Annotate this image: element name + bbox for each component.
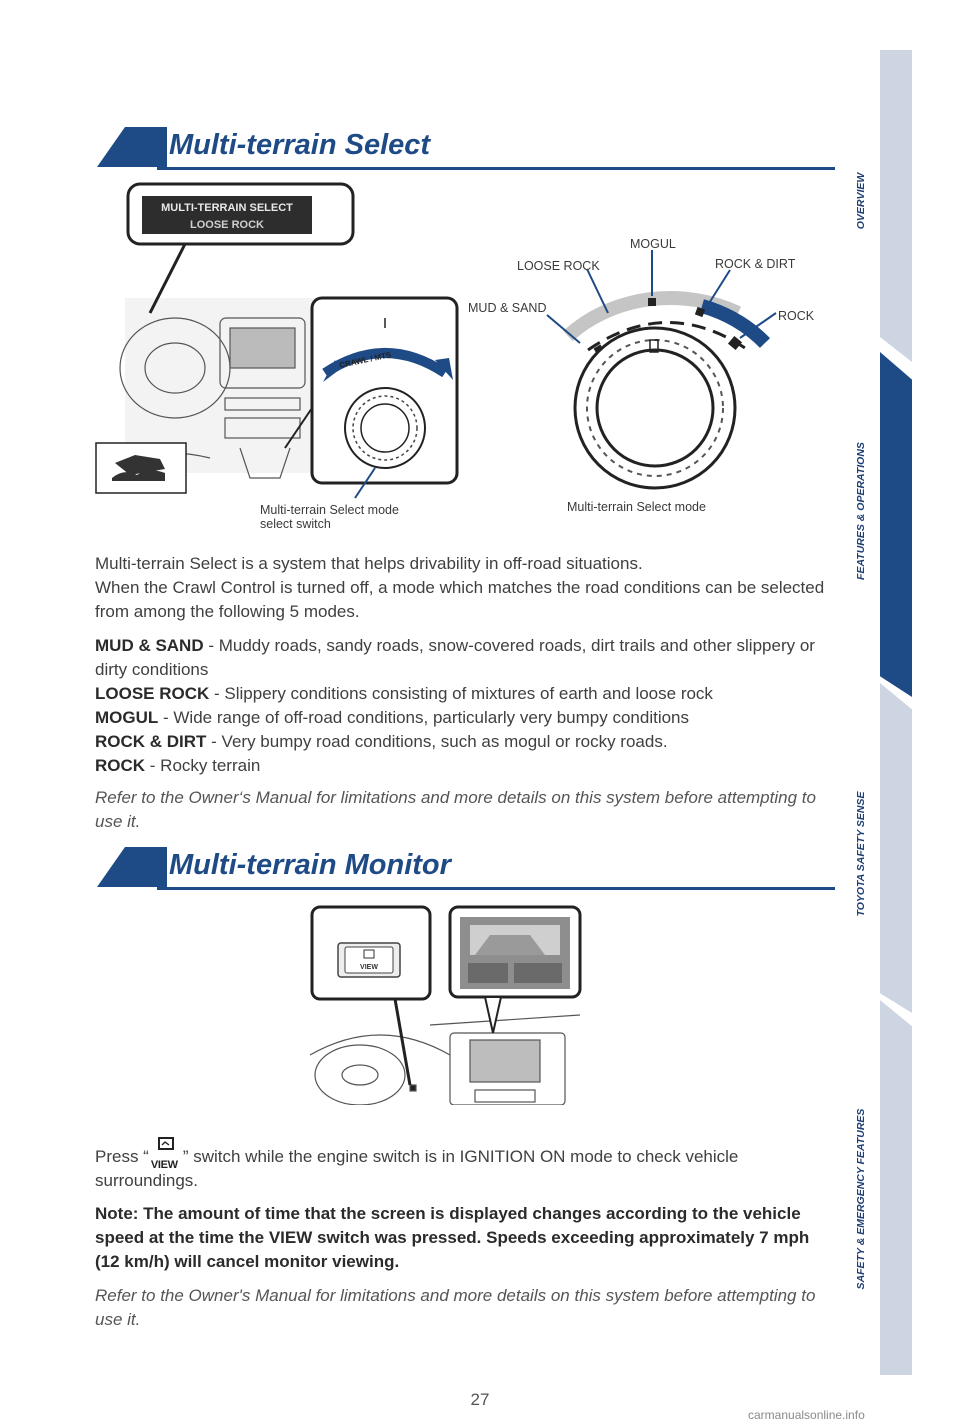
view-switch-closeup: VIEW	[310, 905, 432, 1086]
display-line2: LOOSE ROCK	[190, 219, 264, 231]
tab-toyota-safety-sense[interactable]	[880, 683, 912, 1013]
dashboard-sketch	[309, 1014, 581, 1105]
mode-list: MUD & SAND - Muddy roads, sandy roads, s…	[95, 634, 830, 778]
section-title: Multi-terrain Monitor	[169, 849, 451, 881]
tab-overview[interactable]	[880, 50, 912, 362]
section-header-mts: Multi-terrain Select	[97, 127, 835, 171]
page-number: 27	[470, 1390, 490, 1409]
press-view-text: Press “ VIEW ” switch while the engine s…	[95, 1137, 830, 1193]
display-callout: MULTI-TERRAIN SELECT LOOSE ROCK	[126, 182, 355, 314]
sidebar-label-safety: SAFETY & EMERGENCY FEATURES	[855, 1108, 867, 1290]
mtm-note: Refer to the Owner's Manual for limitati…	[95, 1286, 816, 1329]
label-loose-rock: LOOSE ROCK	[517, 259, 600, 273]
mode-item: MUD & SAND - Muddy roads, sandy roads, s…	[95, 636, 815, 679]
header-tab	[97, 847, 167, 887]
tab-safety-emergency[interactable]	[880, 1000, 912, 1375]
speed-note: Note: The amount of time that the screen…	[95, 1204, 810, 1271]
view-icon: VIEW	[149, 1137, 183, 1171]
label-mogul: MOGUL	[630, 237, 676, 251]
sidebar-label-overview: OVERVIEW	[855, 172, 867, 230]
label-rock: ROCK	[778, 309, 815, 323]
sidebar-label-tss: TOYOTA SAFETY SENSE	[855, 791, 867, 917]
mts-note: Refer to the Owner‘s Manual for limitati…	[95, 788, 816, 831]
switch-caption-line2: select switch	[260, 517, 331, 531]
section-title: Multi-terrain Select	[169, 129, 431, 161]
header-rule	[157, 167, 835, 170]
mts-intro: Multi-terrain Select is a system that he…	[95, 552, 830, 624]
mts-illustration: MULTI-TERRAIN SELECT LOOSE ROCK CRAWL / …	[95, 182, 815, 531]
sidebar-label-features: FEATURES & OPERATIONS	[855, 442, 867, 580]
intro-line1: Multi-terrain Select is a system that he…	[95, 554, 643, 573]
mode-caption: Multi-terrain Select mode	[567, 500, 706, 514]
switch-closeup: CRAWL / MTS	[284, 296, 459, 499]
watermark: carmanualsonline.info	[748, 1408, 865, 1422]
label-rock-dirt: ROCK & DIRT	[715, 257, 796, 271]
header-tab	[97, 127, 167, 167]
label-mud-sand: MUD & SAND	[468, 301, 546, 315]
intro-line2: When the Crawl Control is turned off, a …	[95, 578, 825, 621]
switch-caption-line1: Multi-terrain Select mode	[260, 503, 399, 517]
section-header-mtm: Multi-terrain Monitor	[97, 847, 835, 891]
mts-indicator-icon	[95, 442, 187, 494]
view-switch-label: VIEW	[360, 964, 378, 971]
tab-features-operations[interactable]	[880, 352, 912, 697]
mode-item: LOOSE ROCK - Slippery conditions consist…	[95, 684, 713, 703]
screen-closeup	[448, 905, 582, 1034]
header-rule	[157, 887, 835, 890]
mode-item: MOGUL - Wide range of off-road condition…	[95, 708, 689, 727]
mtm-illustration: VIEW	[309, 905, 582, 1105]
display-line1: MULTI-TERRAIN SELECT	[161, 202, 293, 214]
side-tabs	[880, 50, 912, 1375]
view-icon-label: VIEW	[150, 1159, 178, 1171]
mode-item: ROCK - Rocky terrain	[95, 756, 261, 775]
mode-dial	[546, 250, 777, 490]
mode-item: ROCK & DIRT - Very bumpy road conditions…	[95, 732, 668, 751]
